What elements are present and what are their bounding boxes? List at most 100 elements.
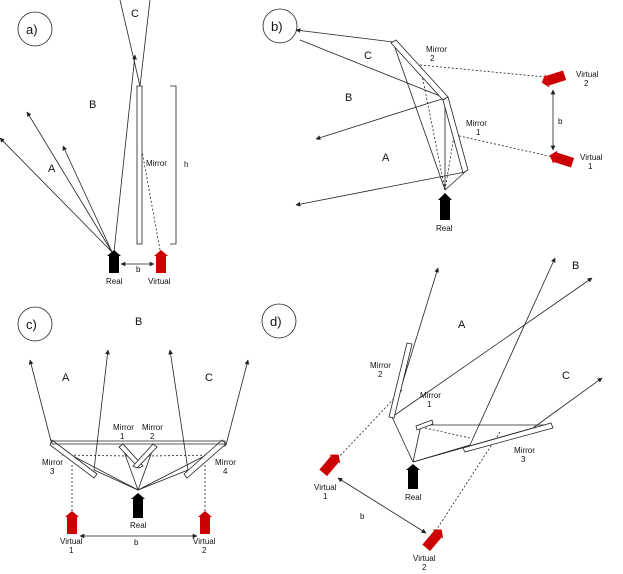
- fan-d-2: [412, 424, 422, 463]
- ray-c-b: [295, 28, 394, 43]
- b-label-d: b: [360, 512, 365, 521]
- ray-d-b: [391, 277, 593, 418]
- mirror-c-2: [132, 443, 158, 469]
- mirror-a: [136, 85, 143, 245]
- ray-label-b: B: [89, 99, 96, 111]
- ray-c-right2: [139, 0, 151, 87]
- real-camera-b: [440, 200, 450, 220]
- mirror-c-top: [51, 440, 226, 445]
- panel-c-label: c): [26, 317, 37, 332]
- panel-d-label: d): [270, 314, 282, 329]
- virtual2-ray: [419, 64, 546, 78]
- virtual-label-a: Virtual: [148, 277, 171, 286]
- panel-d-label-circle: [261, 303, 297, 339]
- mirror-c-4: [183, 439, 227, 479]
- mirror-d-3: [462, 422, 554, 453]
- real-label-a: Real: [106, 277, 123, 286]
- mirror-a-label: Mirror: [146, 159, 167, 168]
- ray-a-reflect: [62, 145, 113, 253]
- ray-label-c-c: C: [205, 372, 213, 384]
- ray-c-right: [119, 0, 141, 87]
- fan-c-2: [93, 469, 139, 491]
- panel-a-label: a): [26, 22, 38, 37]
- fan-1: [392, 41, 446, 191]
- ray-label-a-d: A: [458, 319, 466, 331]
- ray-a: [0, 137, 113, 253]
- fan-d-1: [391, 416, 414, 463]
- ray-label-c-b: C: [364, 50, 372, 62]
- ray-label-a: A: [48, 163, 56, 175]
- panel-b-label-circle: [262, 8, 298, 44]
- h-label: h: [184, 160, 188, 169]
- ray-d-b2: [469, 257, 556, 446]
- virtual-camera-c-2: [200, 517, 210, 534]
- real-camera-d: [408, 470, 418, 489]
- virtual-camera-c-1: [67, 517, 77, 534]
- real-label-c: Real: [130, 521, 147, 530]
- ray-c-4: [225, 359, 250, 446]
- mirror-d-2: [388, 342, 413, 419]
- ray-c-left: [113, 54, 137, 253]
- ray-a-b: [295, 171, 466, 207]
- ray-c-b2: [299, 39, 446, 99]
- b-label-c: b: [134, 538, 139, 547]
- fan-3: [444, 171, 466, 191]
- virtual-ray: [139, 139, 161, 251]
- ray-d-c: [532, 377, 603, 429]
- b-label-a: b: [136, 265, 141, 274]
- ray-b: [26, 111, 113, 253]
- fan-4: [419, 64, 446, 191]
- ray-label-b-b: B: [345, 92, 352, 104]
- ray-label-b-d: B: [572, 260, 579, 272]
- virtual-camera-c-2-lens: [198, 511, 212, 517]
- mirror-b-1: [442, 96, 469, 174]
- b-arrow-d: [337, 477, 427, 534]
- ray-label-a-b: A: [382, 152, 390, 164]
- fan-c-3: [137, 469, 189, 491]
- ray-c-2: [93, 349, 110, 471]
- real-camera-b-lens: [438, 193, 452, 200]
- virtual1-ray: [454, 134, 554, 158]
- virtual-camera-a-lens: [154, 250, 168, 256]
- mirror-d-1: [415, 419, 434, 431]
- virtual-camera-b-2: [541, 70, 567, 88]
- real-label-b: Real: [436, 224, 453, 233]
- virtual-camera-c-1-lens: [65, 511, 79, 517]
- dash-d-1: [337, 389, 403, 459]
- real-camera-a: [109, 256, 119, 273]
- panel-c-label-circle: [17, 306, 53, 342]
- real-camera-a-lens: [107, 250, 121, 256]
- ray-label-b-c: B: [135, 316, 142, 328]
- b-label-b: b: [558, 117, 563, 126]
- real-camera-d-lens: [406, 464, 420, 470]
- ray-c-1: [28, 359, 53, 446]
- h-bracket: [170, 85, 177, 245]
- mirror-c-3: [49, 439, 98, 479]
- panel-a: a) Mirror h b Real Virtual A B C: [0, 0, 188, 286]
- virtual-camera-a: [156, 256, 166, 273]
- real-camera-c: [133, 499, 143, 518]
- dash-c-1: [61, 454, 129, 457]
- dash-d-3: [424, 427, 471, 439]
- ray-label-a-c: A: [62, 372, 70, 384]
- panel-a-label-circle: [17, 11, 53, 47]
- ray-label-c-d: C: [562, 370, 570, 382]
- ray-b-b: [315, 97, 446, 140]
- virtual-camera-d-1: [319, 454, 341, 477]
